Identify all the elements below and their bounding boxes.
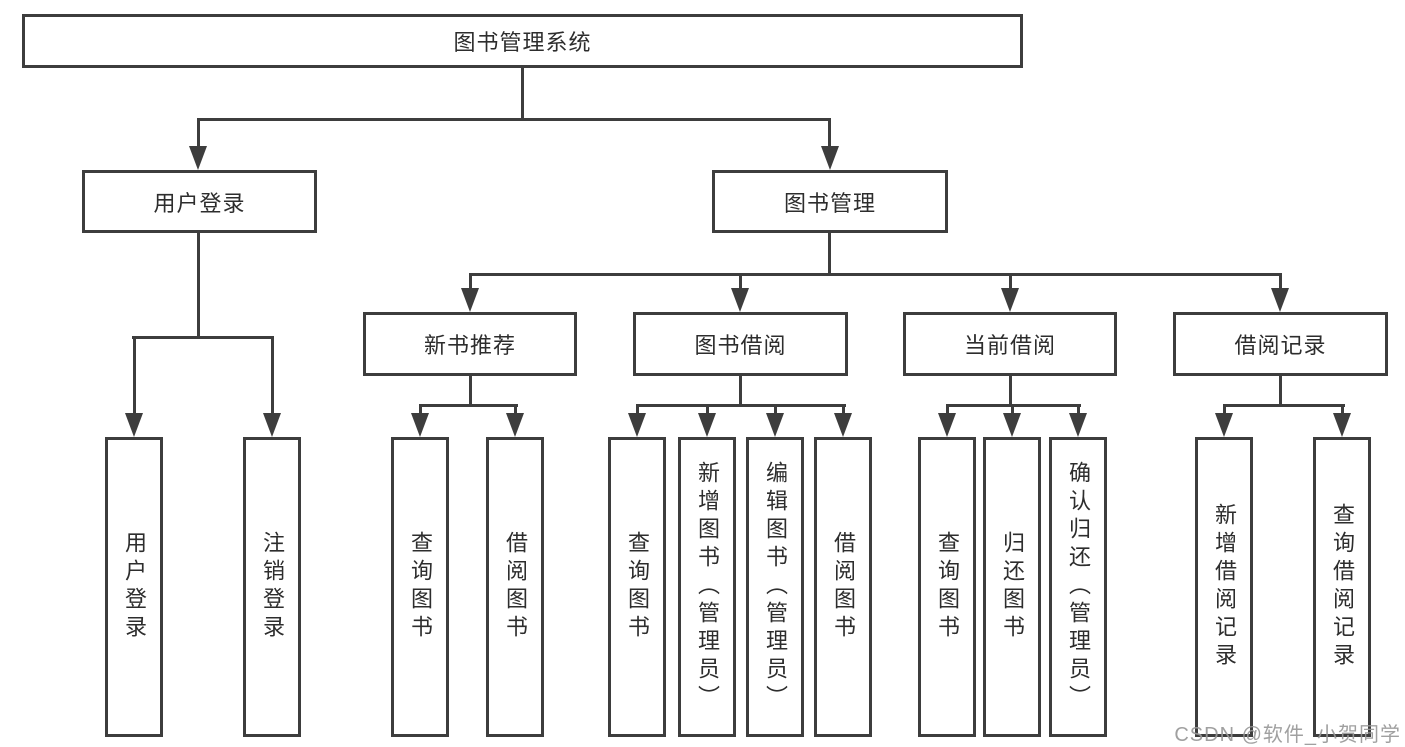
arrow-down-icon [834,413,852,437]
node-book-management: 图书管理 [712,170,948,233]
node-new-book-recommend: 新书推荐 [363,312,577,376]
leaf-borrow-books-recommend: 借阅图书 [486,437,544,737]
arrow-down-icon [1271,288,1289,312]
arrow-down-icon [263,413,281,437]
arrow-down-icon [1003,413,1021,437]
leaf-user-login: 用户登录 [105,437,163,737]
arrow-down-icon [411,413,429,437]
node-user-login: 用户登录 [82,170,317,233]
leaf-query-books-borrow: 查询图书 [608,437,666,737]
leaf-query-borrow-record: 查询借阅记录 [1313,437,1371,737]
arrow-down-icon [731,288,749,312]
arrow-down-icon [628,413,646,437]
leaf-add-books-admin: 新增图书（管理员） [678,437,736,737]
arrow-down-icon [1069,413,1087,437]
leaf-return-books: 归还图书 [983,437,1041,737]
arrow-down-icon [189,146,207,170]
leaf-confirm-return-admin: 确认归还（管理员） [1049,437,1107,737]
leaf-borrow-books: 借阅图书 [814,437,872,737]
node-current-borrow: 当前借阅 [903,312,1117,376]
leaf-edit-books-admin: 编辑图书（管理员） [746,437,804,737]
watermark-text: CSDN @软件_小贺同学 [1174,724,1401,746]
node-book-borrow: 图书借阅 [633,312,848,376]
leaf-query-books-current: 查询图书 [918,437,976,737]
arrow-down-icon [125,413,143,437]
arrow-down-icon [1001,288,1019,312]
arrow-down-icon [766,413,784,437]
arrow-down-icon [1333,413,1351,437]
arrow-down-icon [461,288,479,312]
arrow-down-icon [506,413,524,437]
arrow-down-icon [698,413,716,437]
node-library-system: 图书管理系统 [22,14,1023,68]
arrow-down-icon [1215,413,1233,437]
leaf-query-books-recommend: 查询图书 [391,437,449,737]
node-borrow-records: 借阅记录 [1173,312,1388,376]
leaf-add-borrow-record: 新增借阅记录 [1195,437,1253,737]
arrow-down-icon [821,146,839,170]
leaf-logout: 注销登录 [243,437,301,737]
arrow-down-icon [938,413,956,437]
